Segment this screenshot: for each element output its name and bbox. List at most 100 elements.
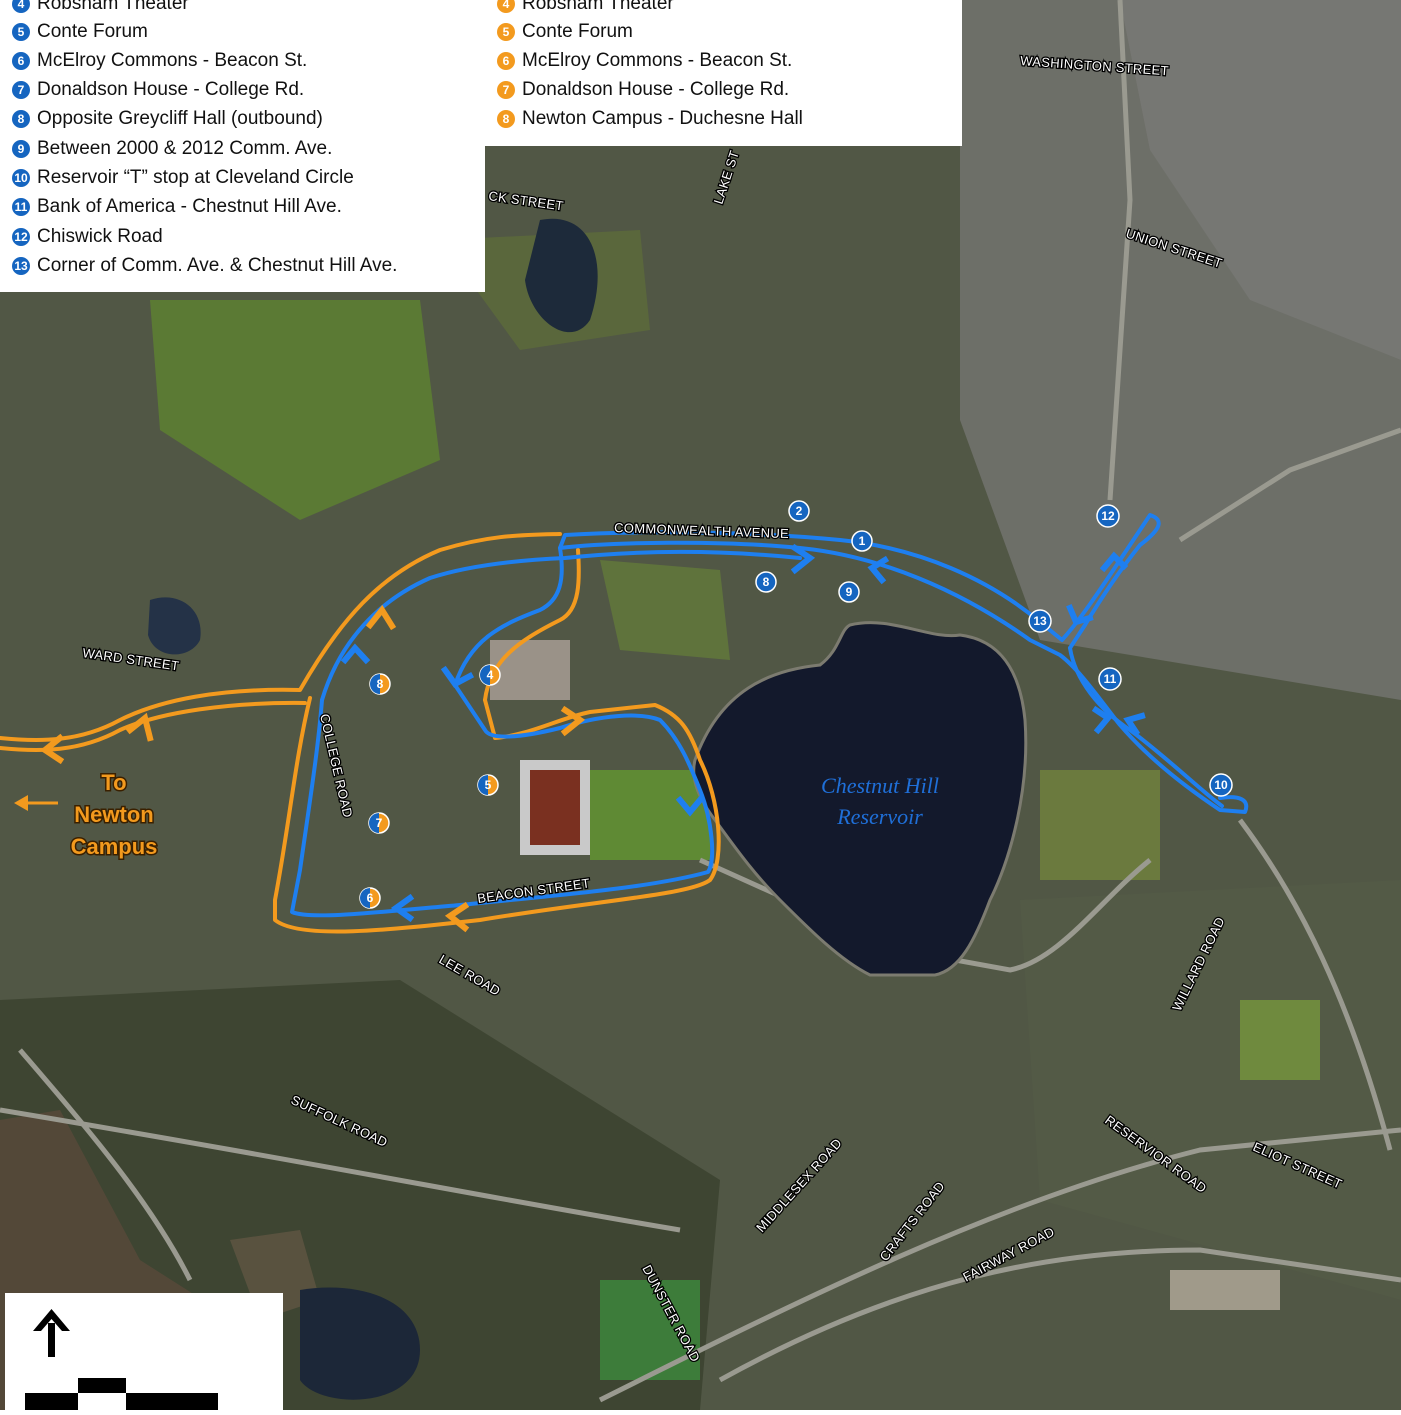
stop-number-badge: 6	[12, 52, 30, 70]
legend-item: 9 Between 2000 & 2012 Comm. Ave.	[12, 135, 332, 163]
reservoir-label-line1: Chestnut Hill	[821, 773, 939, 798]
stop-number-badge: 8	[12, 110, 30, 128]
orange-chevron	[365, 604, 397, 631]
legend-label: Chiswick Road	[37, 226, 163, 247]
legend-item: 5 Conte Forum	[12, 18, 148, 46]
stop-number-badge: 7	[12, 81, 30, 99]
legend-item: 7 Donaldson House - College Rd.	[12, 76, 304, 104]
stop-number-badge: 10	[12, 169, 30, 187]
orange-stop-markers: 4 5 6 7 8	[359, 664, 501, 909]
legend-label: McElroy Commons - Beacon St.	[37, 50, 308, 71]
orange-chevron	[125, 712, 154, 742]
svg-text:7: 7	[376, 816, 383, 830]
newton-campus-callout: To Newton Campus	[14, 769, 159, 861]
legend-item: 6 McElroy Commons - Beacon St.	[12, 47, 307, 75]
north-arrow-and-scale	[25, 1309, 218, 1410]
svg-text:12: 12	[1101, 509, 1115, 523]
stop-number-badge: 8	[497, 110, 515, 128]
scale-bar	[25, 1378, 218, 1410]
legend-label: Conte Forum	[522, 21, 633, 42]
blue-chevron	[340, 643, 371, 665]
north-arrow-icon	[33, 1309, 70, 1357]
legend-label: Donaldson House - College Rd.	[37, 79, 305, 100]
svg-text:2: 2	[796, 504, 803, 518]
shared-stop-6[interactable]: 6	[359, 887, 381, 909]
stop-number-badge: 13	[12, 257, 30, 275]
blue-stop-10[interactable]: 10	[1209, 773, 1233, 797]
blue-stop-2[interactable]: 2	[788, 500, 810, 522]
stop-number-badge: 12	[12, 228, 30, 246]
svg-text:8: 8	[377, 677, 384, 691]
legend-label: Donaldson House - College Rd.	[522, 79, 790, 100]
blue-chevron	[1123, 712, 1146, 737]
svg-text:8: 8	[763, 575, 770, 589]
svg-text:10: 10	[1214, 778, 1228, 792]
svg-text:1: 1	[859, 534, 866, 548]
legend-item: 5 Conte Forum	[497, 18, 633, 46]
svg-text:9: 9	[846, 585, 853, 599]
blue-chevron	[1099, 551, 1129, 573]
legend-label: Corner of Comm. Ave. & Chestnut Hill Ave…	[37, 255, 398, 276]
shared-stop-8[interactable]: 8	[369, 673, 391, 695]
stop-number-badge: 11	[12, 198, 30, 216]
legend-item: 6 McElroy Commons - Beacon St.	[497, 47, 792, 75]
svg-text:4: 4	[487, 668, 494, 682]
stop-number-badge: 4	[497, 0, 515, 13]
blue-stop-12[interactable]: 12	[1096, 504, 1120, 528]
chestnut-hill-reservoir	[692, 621, 1028, 977]
legend-label: Newton Campus - Duchesne Hall	[522, 108, 803, 129]
newton-label-newton: Newton	[74, 802, 153, 827]
legend-label: Conte Forum	[37, 21, 148, 42]
legend-label: Opposite Greycliff Hall (outbound)	[37, 108, 323, 129]
legend-item: 11 Bank of America - Chestnut Hill Ave.	[12, 193, 342, 221]
blue-stop-8[interactable]: 8	[755, 571, 777, 593]
blue-chevron	[1066, 604, 1094, 626]
shared-stop-5[interactable]: 5	[477, 774, 499, 796]
stop-number-badge: 5	[12, 23, 30, 41]
legend-item: 12 Chiswick Road	[12, 223, 163, 251]
svg-text:13: 13	[1033, 614, 1047, 628]
legend-item: 8 Opposite Greycliff Hall (outbound)	[12, 105, 323, 133]
blue-chevron	[440, 665, 475, 688]
blue-stop-13[interactable]: 13	[1028, 609, 1052, 633]
legend-label: McElroy Commons - Beacon St.	[522, 50, 793, 71]
blue-stop-9[interactable]: 9	[838, 581, 860, 603]
blue-stop-markers: 1 2 8 9 10 11 12 13	[755, 500, 1233, 797]
stop-number-badge: 9	[12, 140, 30, 158]
stop-number-badge: 5	[497, 23, 515, 41]
blue-chevron	[390, 893, 415, 923]
legend-label: Reservoir “T” stop at Cleveland Circle	[37, 167, 354, 188]
legend-label: Between 2000 & 2012 Comm. Ave.	[37, 138, 333, 159]
map-key-box	[5, 1293, 283, 1410]
legend-item: 10 Reservoir “T” stop at Cleveland Circle	[12, 164, 354, 192]
newton-label-campus: Campus	[71, 834, 158, 859]
stop-number-badge: 6	[497, 52, 515, 70]
orange-chevron	[39, 733, 65, 765]
shared-stop-7[interactable]: 7	[368, 812, 390, 834]
blue-chevron	[867, 555, 890, 585]
legend-item: 13 Corner of Comm. Ave. & Chestnut Hill A…	[12, 252, 397, 280]
newton-label-to: To	[101, 770, 126, 795]
blue-chevron	[790, 543, 816, 575]
blue-stop-11[interactable]: 11	[1098, 667, 1122, 691]
blue-stop-1[interactable]: 1	[851, 530, 873, 552]
blue-chevron	[675, 795, 705, 817]
blue-chevron	[1091, 705, 1113, 735]
svg-text:6: 6	[367, 891, 374, 905]
legend-item: 8 Newton Campus - Duchesne Hall	[497, 105, 803, 133]
legend-label: Bank of America - Chestnut Hill Ave.	[37, 196, 342, 217]
street-label-commonwealth: COMMONWEALTH AVENUE	[614, 520, 789, 541]
route-chevrons	[39, 543, 1146, 933]
reservoir-label-line2: Reservoir	[836, 804, 923, 829]
stop-number-badge: 4	[12, 0, 30, 13]
orange-chevron	[560, 705, 586, 737]
orange-chevron	[444, 901, 470, 933]
shared-stop-4[interactable]: 4	[479, 664, 501, 686]
